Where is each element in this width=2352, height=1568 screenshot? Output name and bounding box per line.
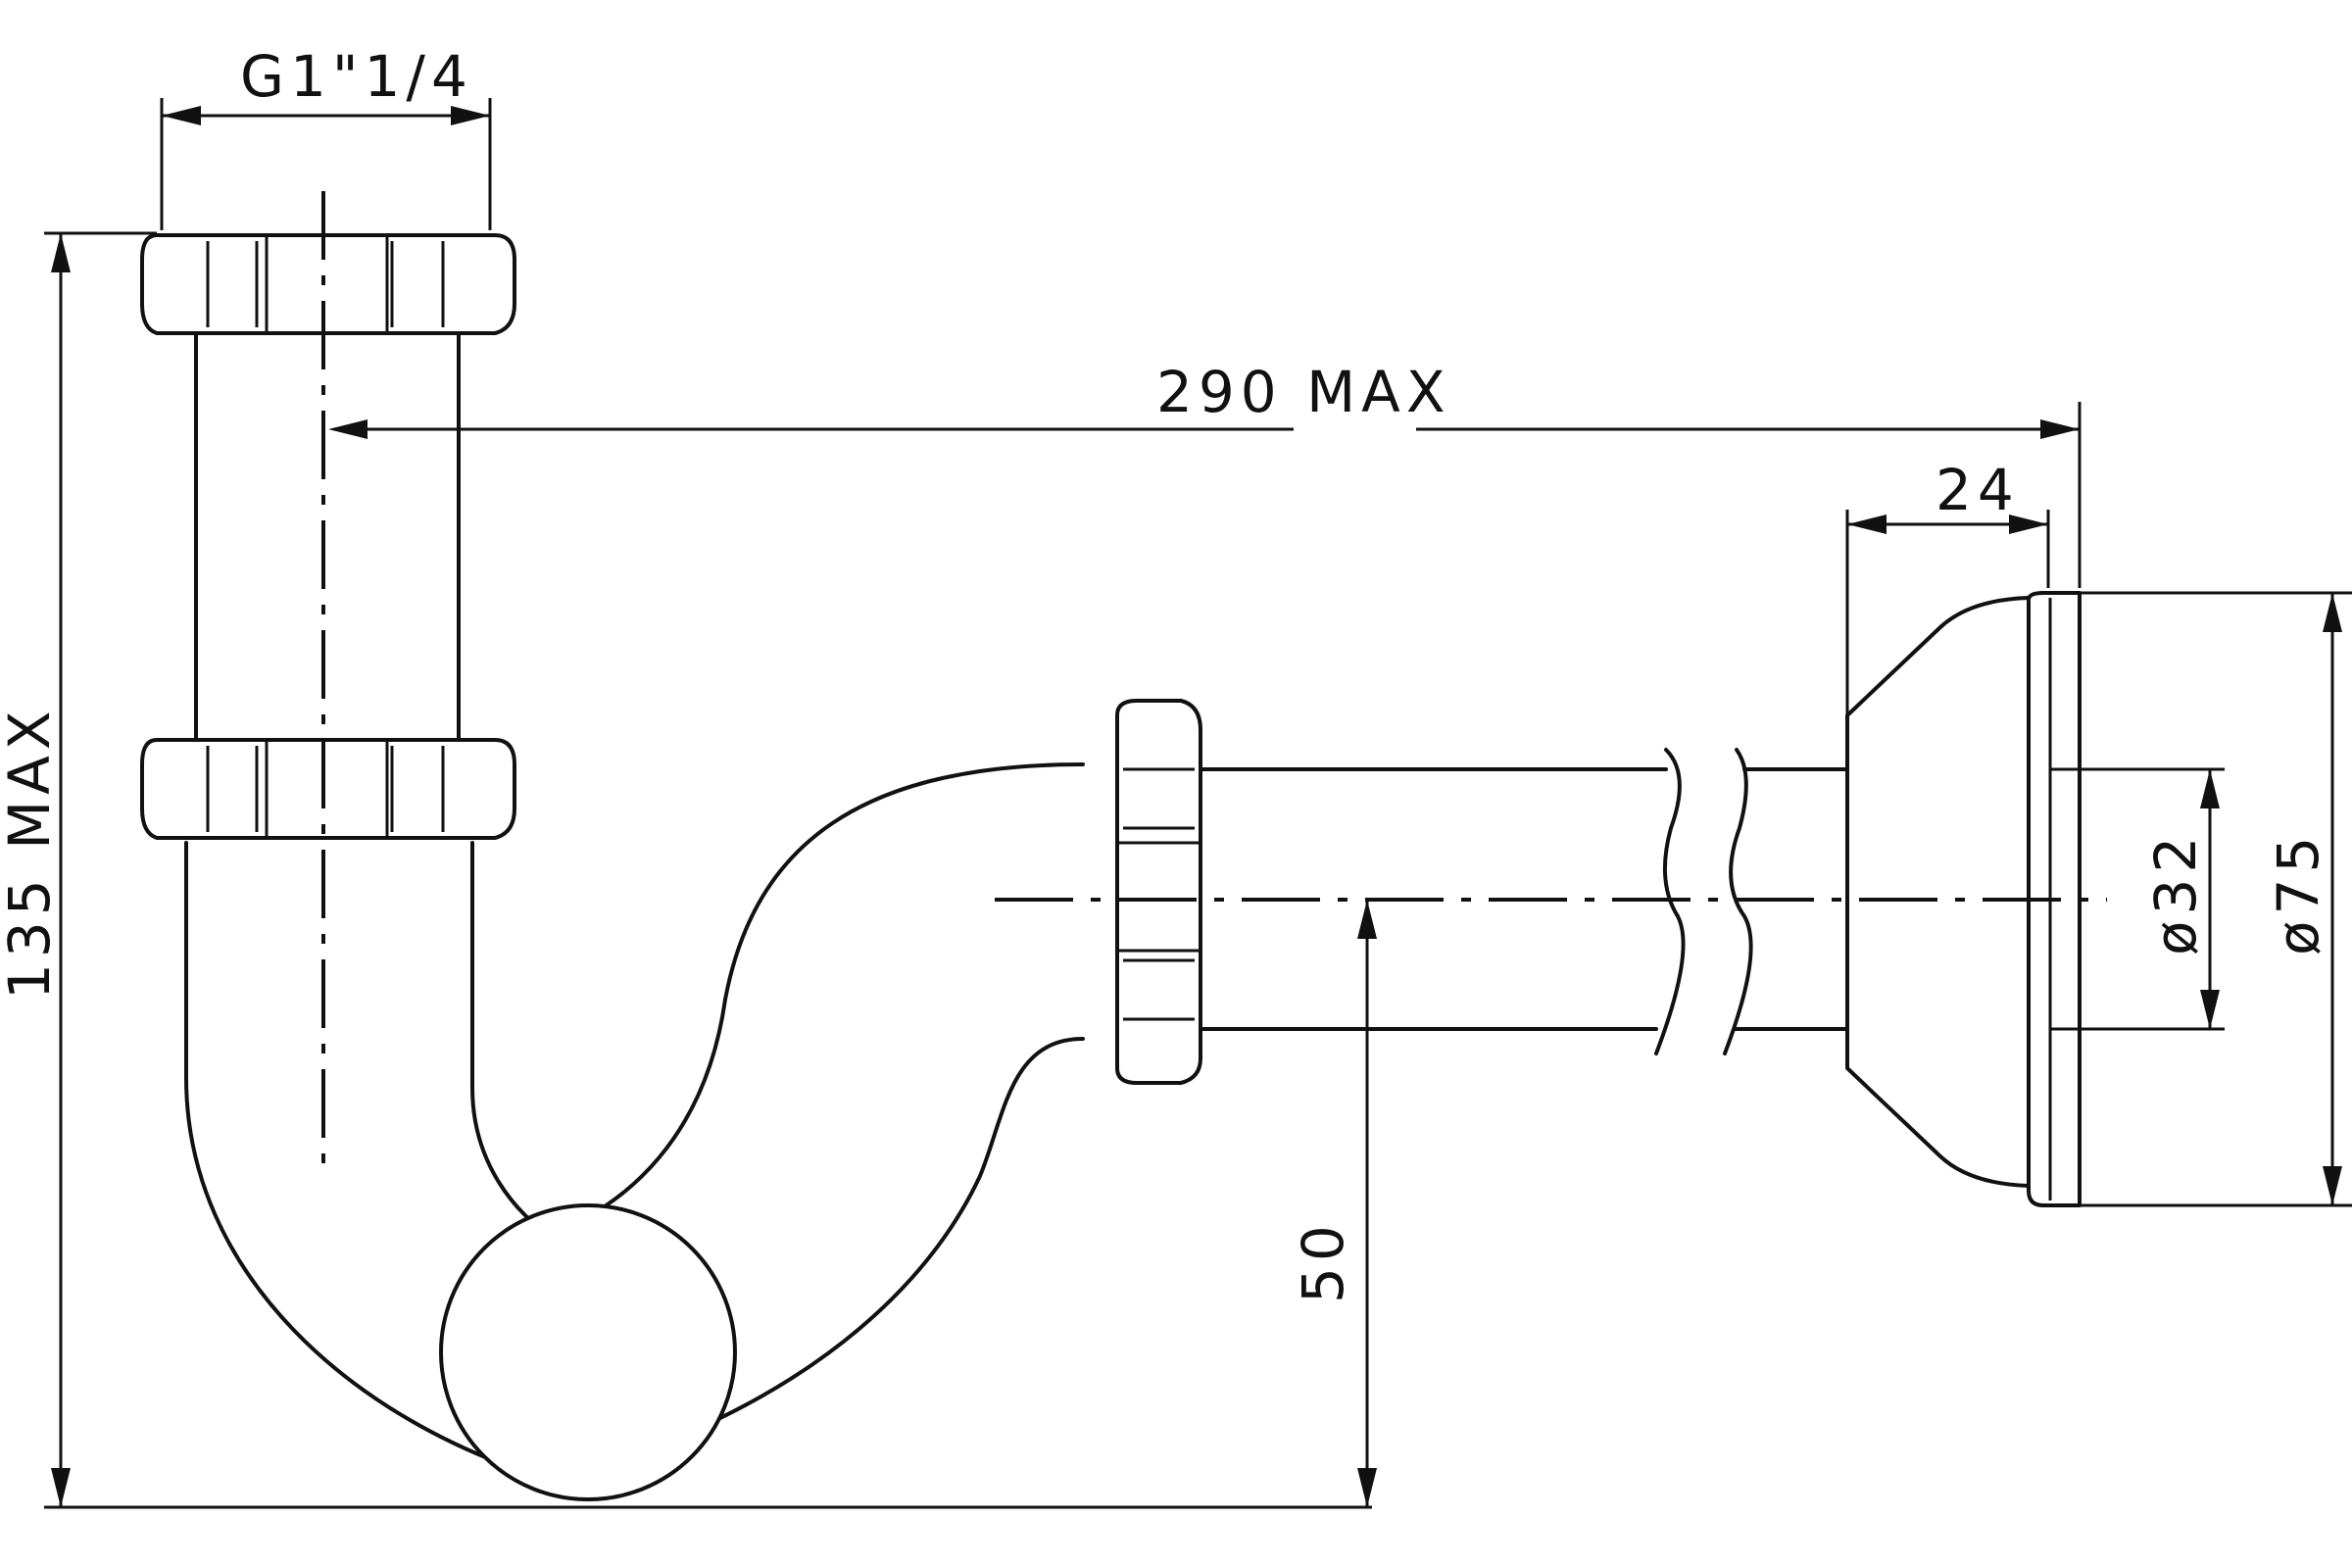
- outlet-height-dimension: 50: [1290, 900, 1377, 1507]
- height-dimension: 135 MAX: [0, 231, 1372, 1509]
- rosette-diameter-dimension: ø75: [2080, 591, 2352, 1207]
- pipe-diameter-label: ø32: [2142, 831, 2209, 956]
- thread-dimension: G1"1/4: [160, 43, 492, 230]
- pipe-diameter-dimension: ø32: [2050, 767, 2225, 1031]
- collar-dimension: 24: [1845, 457, 2050, 715]
- trap-bend: [184, 762, 1085, 1501]
- thread-size-label: G1"1/4: [240, 43, 473, 110]
- break-line: [1723, 748, 1753, 1055]
- outlet-height-label: 50: [1290, 1219, 1356, 1303]
- inlet-pipe: [194, 331, 461, 757]
- cleanout-plug: [439, 1203, 737, 1501]
- middle-nut: [140, 738, 516, 840]
- length-dimension: 290 MAX: [328, 359, 2082, 588]
- collar-depth-label: 24: [1936, 457, 2020, 523]
- top-nut: [140, 233, 516, 335]
- height-max-label: 135 MAX: [0, 705, 63, 1000]
- length-max-label: 290 MAX: [1156, 359, 1451, 425]
- outlet-pipe: [1194, 748, 1849, 1055]
- break-line: [1654, 748, 1686, 1055]
- outlet-nut: [1115, 699, 1202, 1085]
- rosette-diameter-label: ø75: [2265, 831, 2331, 956]
- wall-rosette: [1845, 591, 2082, 1207]
